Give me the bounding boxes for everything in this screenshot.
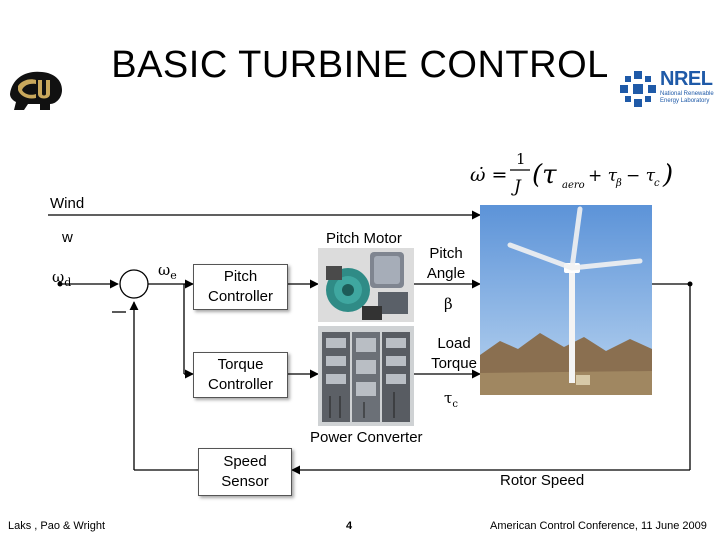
speed-sensor-block: Speed Sensor — [198, 448, 292, 496]
load-torque-label: Load Torque — [431, 335, 477, 372]
omega-d-label: ωd — [52, 267, 71, 293]
power-converter-photo — [318, 326, 414, 426]
omega-e-symbol: ω — [158, 261, 171, 279]
tau-c-sub: c — [452, 399, 458, 410]
equation-aero-sub: aero — [562, 180, 585, 191]
wind-label: Wind — [50, 195, 85, 212]
w-label: w — [62, 229, 73, 246]
tau-c-symbol: τ — [444, 389, 453, 407]
pitch-controller-label: Pitch Controller — [207, 268, 274, 305]
pitch-angle-label: Pitch Angle — [426, 245, 466, 282]
slide-title: BASIC TURBINE CONTROL — [111, 44, 609, 86]
omega-e-label: ωe — [158, 260, 177, 286]
equation-c-sub: c — [654, 178, 660, 189]
equation-num: 1 — [516, 150, 526, 168]
equation-plus: + τ — [588, 166, 618, 186]
wind-turbine-photo — [480, 205, 652, 395]
pitch-controller-block: Pitch Controller — [193, 264, 288, 310]
power-converter-label: Power Converter — [310, 429, 423, 446]
omega-d-symbol: ω — [52, 268, 65, 286]
tau-c-label: τc — [444, 388, 458, 415]
page-number: 4 — [346, 520, 353, 532]
torque-controller-block: Torque Controller — [193, 352, 288, 398]
nrel-wordmark: NREL — [660, 68, 713, 90]
footer-authors: Laks , Pao & Wright — [8, 520, 106, 532]
equation-den: J — [511, 177, 522, 197]
dynamics-equation: ω̇ = 1 J (τ aero + τ β − τ c ) — [470, 146, 680, 202]
equation-open: (τ — [532, 160, 557, 190]
torque-controller-label: Torque Controller — [207, 356, 274, 393]
equation-close: ) — [662, 160, 673, 190]
rotor-speed-label: Rotor Speed — [500, 472, 585, 489]
nrel-logo: NREL National Renewable Energy Laborator… — [618, 66, 714, 112]
omega-e-sub: e — [170, 269, 177, 282]
omega-d-sub: d — [64, 276, 72, 289]
nrel-subtitle: National Renewable Energy Laboratory — [660, 91, 714, 104]
pitch-motor-photo — [318, 248, 414, 322]
pitch-motor-label: Pitch Motor — [326, 230, 402, 247]
equation-minus: − τ — [626, 166, 656, 186]
equation-lhs: ω̇ = — [470, 164, 507, 186]
beta-label: β — [444, 295, 453, 313]
speed-sensor-label: Speed Sensor — [221, 453, 269, 490]
equation-beta-sub: β — [615, 178, 622, 189]
cu-logo — [6, 64, 66, 114]
footer-conference: American Control Conference, 11 June 200… — [490, 520, 707, 532]
